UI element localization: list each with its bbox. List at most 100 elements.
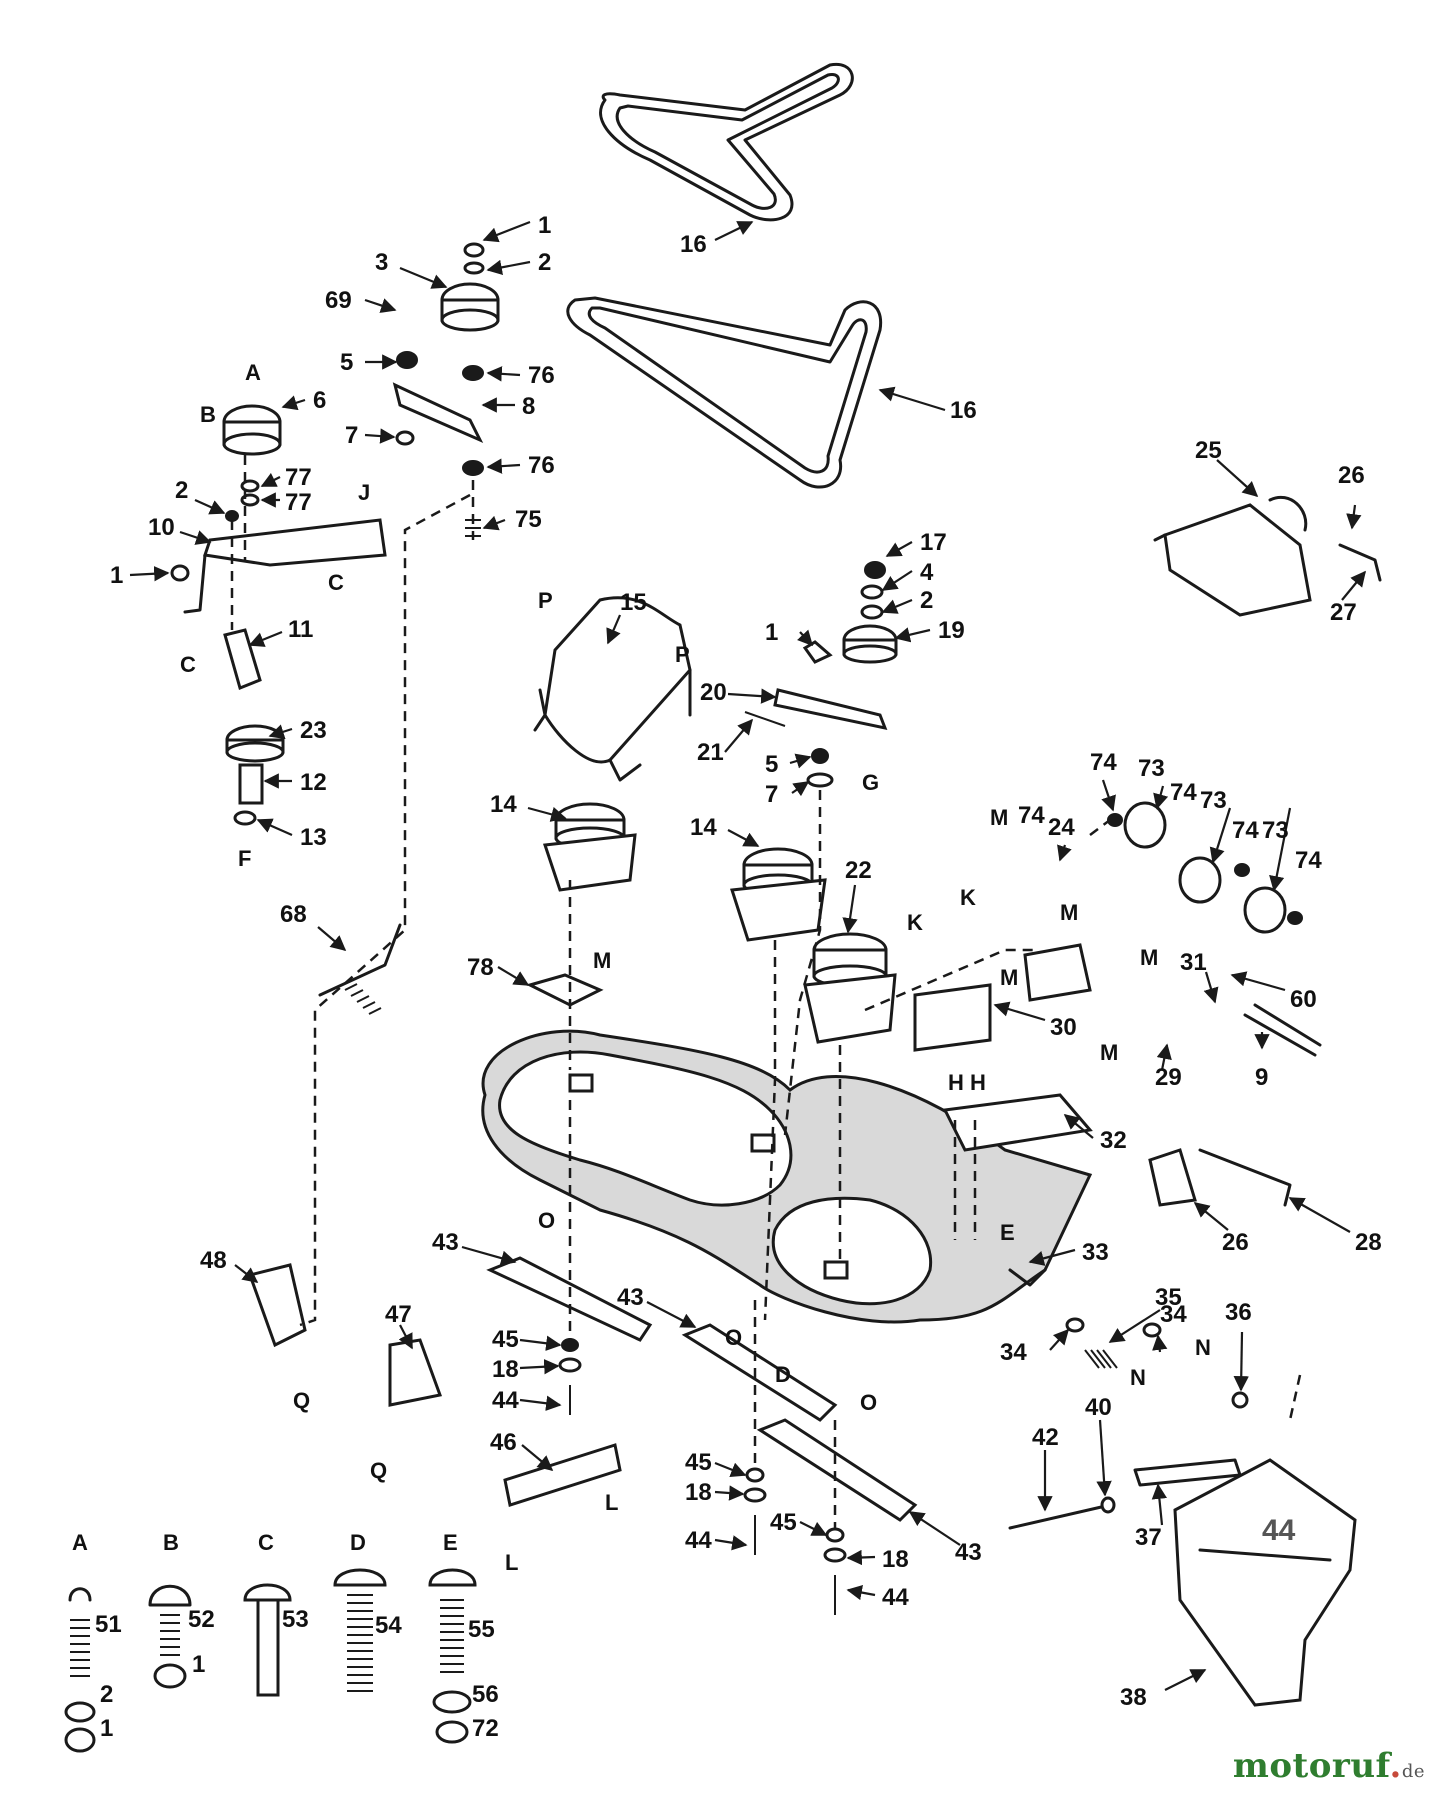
callout-4: 4 xyxy=(920,559,934,586)
assembly-lines xyxy=(230,455,1302,1530)
ref-letter-m-low: M xyxy=(1100,1040,1118,1065)
callout-15: 15 xyxy=(620,589,647,616)
key-letter-d: D xyxy=(350,1530,366,1555)
callout-47: 47 xyxy=(385,1301,412,1328)
spindle-left xyxy=(542,802,637,892)
callout-22: 22 xyxy=(845,857,872,884)
ref-letter-l-left: L xyxy=(505,1550,518,1575)
key-d-part-54: 54 xyxy=(375,1612,402,1639)
callout-18-right: 18 xyxy=(882,1546,909,1573)
watermark-tld: de xyxy=(1401,1761,1425,1782)
key-e-part-56: 56 xyxy=(472,1681,499,1708)
ref-letter-m-30: M xyxy=(1000,965,1018,990)
ref-letter-m-24: M xyxy=(990,805,1008,830)
callout-17: 17 xyxy=(920,529,947,556)
ref-letter-o-left: O xyxy=(538,1208,555,1233)
callout-42: 42 xyxy=(1032,1424,1059,1451)
callout-20: 20 xyxy=(700,679,727,706)
callout-11: 11 xyxy=(288,616,313,643)
key-a-part-2: 2 xyxy=(100,1681,113,1708)
callout-30: 30 xyxy=(1050,1014,1077,1041)
ref-letter-b: B xyxy=(200,402,216,427)
ref-letter-p-left: P xyxy=(538,588,553,613)
callout-1-left: 1 xyxy=(110,562,123,589)
callout-32: 32 xyxy=(1100,1127,1127,1154)
ref-letter-c-high: C xyxy=(328,570,344,595)
ref-letter-m-29: M xyxy=(1140,945,1158,970)
callout-73-b: 73 xyxy=(1200,787,1227,814)
callout-28: 28 xyxy=(1355,1229,1382,1256)
spindle-right xyxy=(803,932,897,1044)
hardware-key: A B C D E 51 2 1 52 1 53 54 55 56 72 xyxy=(64,1530,499,1753)
callout-13: 13 xyxy=(300,824,327,851)
callout-48: 48 xyxy=(200,1247,227,1274)
callout-74-a: 74 xyxy=(1090,749,1117,776)
callout-34-left: 34 xyxy=(1000,1339,1027,1366)
key-e-part-72: 72 xyxy=(472,1715,499,1742)
ref-letter-h-left: H xyxy=(948,1070,964,1095)
bolt-c xyxy=(243,1583,292,1697)
callout-68: 68 xyxy=(280,901,307,928)
ref-letter-k-left: K xyxy=(907,910,923,935)
callout-73-c: 73 xyxy=(1262,817,1289,844)
callout-2-upper: 2 xyxy=(538,249,551,276)
callout-24: 24 xyxy=(1048,814,1075,841)
callout-26-upper: 26 xyxy=(1338,462,1365,489)
bolt-b xyxy=(148,1584,192,1689)
idler-assembly xyxy=(170,242,500,826)
callout-leaders xyxy=(129,220,1366,1691)
callout-31: 31 xyxy=(1180,949,1207,976)
ref-letter-m-mid: M xyxy=(1060,900,1078,925)
callout-16-lower: 16 xyxy=(950,397,977,424)
key-b-part-1: 1 xyxy=(192,1651,205,1678)
ref-letter-q-right: Q xyxy=(370,1458,387,1483)
center-idler xyxy=(744,561,898,788)
callout-29: 29 xyxy=(1155,1064,1182,1091)
callout-44-right: 44 xyxy=(882,1584,909,1611)
callout-74-c: 74 xyxy=(1232,817,1259,844)
callout-37: 37 xyxy=(1135,1524,1162,1551)
ref-letter-n-right: N xyxy=(1195,1335,1211,1360)
callout-10: 10 xyxy=(148,514,175,541)
bracket-46 xyxy=(503,1443,622,1507)
bolt-a xyxy=(64,1587,96,1753)
blade-right xyxy=(756,1418,918,1522)
watermark-name: motoruf xyxy=(1232,1746,1390,1786)
belt-lower xyxy=(566,296,883,489)
callout-73-a: 73 xyxy=(1138,755,1165,782)
callout-75: 75 xyxy=(515,506,542,533)
chute-size-label: 44 xyxy=(1262,1514,1296,1547)
callout-60: 60 xyxy=(1290,986,1317,1013)
ref-letter-o-right: O xyxy=(860,1390,877,1415)
callout-33: 33 xyxy=(1082,1239,1109,1266)
mower-deck xyxy=(481,1029,1093,1324)
ref-letter-p-right: P xyxy=(675,642,690,667)
callout-14-center: 14 xyxy=(690,814,717,841)
ref-letter-n-left: N xyxy=(1130,1365,1146,1390)
watermark-logo: motoruf.de xyxy=(1233,1746,1425,1786)
callout-25: 25 xyxy=(1195,437,1222,464)
ref-letter-d: D xyxy=(775,1362,791,1387)
belt-cover xyxy=(533,596,692,782)
belt-upper xyxy=(599,62,854,222)
callout-9: 9 xyxy=(1255,1064,1268,1091)
discharge-chute: 44 xyxy=(1173,1458,1357,1707)
ref-letter-o-center: O xyxy=(725,1325,742,1350)
callout-8: 8 xyxy=(522,393,535,420)
key-a-part-51: 51 xyxy=(95,1611,122,1638)
callout-36: 36 xyxy=(1225,1299,1252,1326)
callout-43-right: 43 xyxy=(955,1539,982,1566)
key-a-part-1: 1 xyxy=(100,1715,113,1742)
key-letter-a: A xyxy=(72,1530,88,1555)
key-b-part-52: 52 xyxy=(188,1606,215,1633)
callout-45-right: 45 xyxy=(770,1509,797,1536)
callout-3: 3 xyxy=(375,249,388,276)
callout-46: 46 xyxy=(490,1429,517,1456)
callout-21: 21 xyxy=(697,739,724,766)
key-letter-e: E xyxy=(443,1530,458,1555)
callout-1-center: 1 xyxy=(765,619,778,646)
callout-14-left: 14 xyxy=(490,791,517,818)
rear-bracket xyxy=(1153,495,1382,1207)
spring-linkage xyxy=(318,923,604,1015)
